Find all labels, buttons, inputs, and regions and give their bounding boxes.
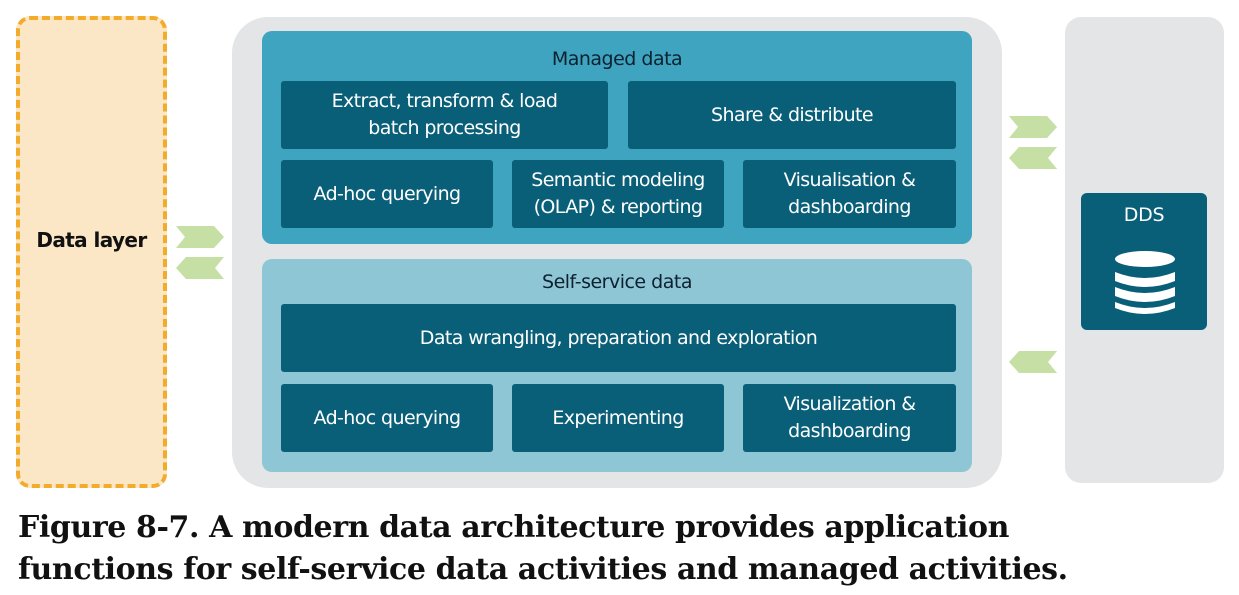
arrow-right-icon — [1009, 116, 1057, 138]
self-service-data-title: Self-service data — [542, 271, 692, 293]
semantic-modeling-box: Semantic modeling (OLAP) & reporting — [512, 160, 724, 228]
etl-batch-processing-box: Extract, transform & load batch processi… — [281, 81, 608, 149]
arrow-left-icon — [1009, 351, 1057, 373]
arrow-left-icon — [1009, 147, 1057, 169]
semantic-modeling-label: Semantic modeling (OLAP) & reporting — [531, 169, 705, 218]
data-layer-box — [16, 16, 167, 488]
self-service-adhoc-querying-box: Ad-hoc querying — [281, 384, 493, 452]
managed-adhoc-querying-box: Ad-hoc querying — [281, 160, 493, 228]
share-distribute-label: Share & distribute — [711, 103, 874, 126]
self-service-visualization-label: Visualization & dashboarding — [783, 393, 916, 442]
dds-label: DDS — [1123, 204, 1165, 226]
data-wrangling-label: Data wrangling, preparation and explorat… — [419, 326, 818, 349]
managed-visualisation-box: Visualisation & dashboarding — [743, 160, 956, 228]
managed-data-title: Managed data — [551, 48, 683, 70]
self-service-adhoc-querying-label: Ad-hoc querying — [313, 406, 462, 429]
experimenting-label: Experimenting — [552, 406, 684, 429]
figure-caption-line-1: Figure 8-7. A modern data architecture p… — [18, 510, 1009, 545]
self-service-visualization-box: Visualization & dashboarding — [743, 384, 956, 452]
experimenting-box: Experimenting — [512, 384, 724, 452]
managed-adhoc-querying-label: Ad-hoc querying — [313, 182, 462, 205]
managed-visualisation-label: Visualisation & dashboarding — [783, 169, 916, 218]
arrow-left-icon — [176, 257, 224, 279]
etl-batch-processing-label: Extract, transform & load batch processi… — [331, 90, 558, 139]
arrow-right-icon — [176, 226, 224, 248]
database-icon — [1115, 251, 1175, 314]
figure-caption-line-2: functions for self-service data activiti… — [18, 552, 1068, 587]
data-layer-label: Data layer — [36, 228, 147, 252]
share-distribute-box: Share & distribute — [628, 81, 956, 149]
data-wrangling-box: Data wrangling, preparation and explorat… — [281, 304, 956, 372]
